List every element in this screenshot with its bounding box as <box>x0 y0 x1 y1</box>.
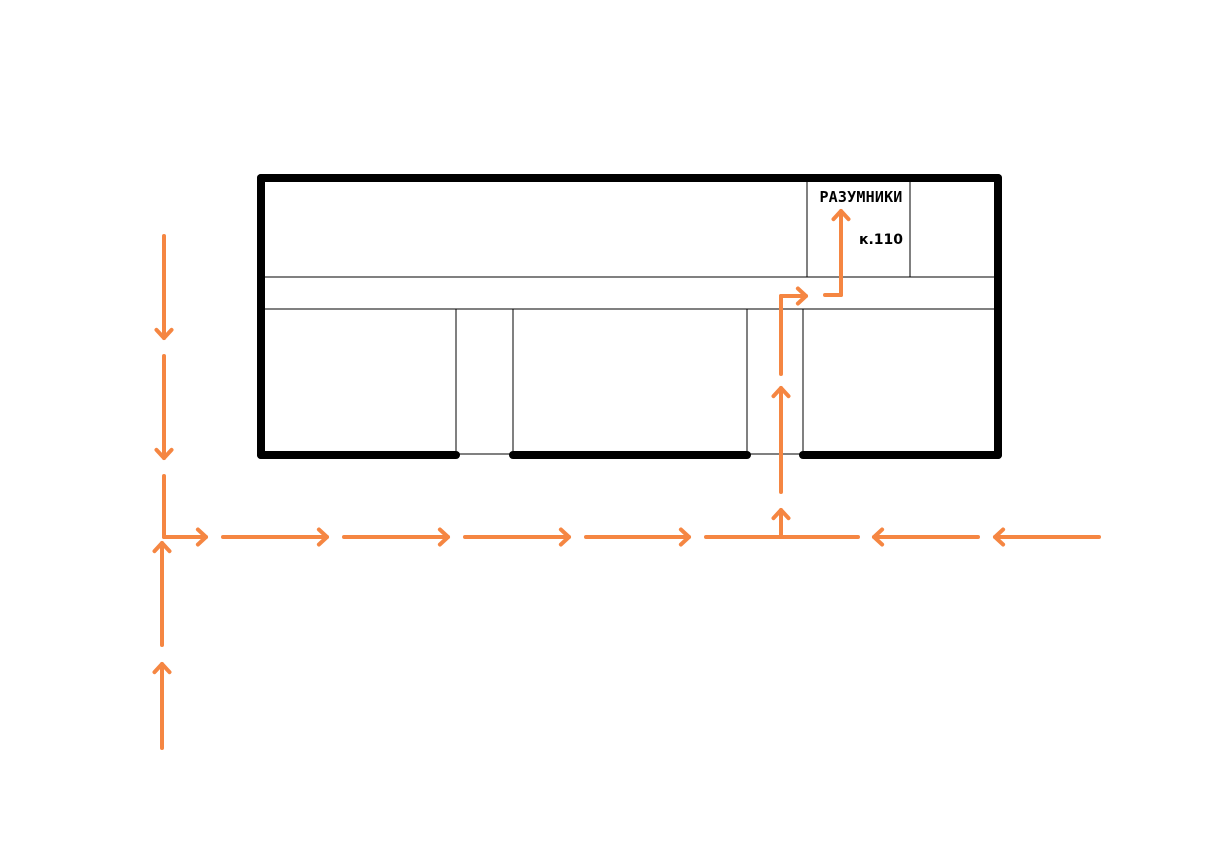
arrow-icon <box>831 209 851 222</box>
room-number: к.110 <box>859 232 903 248</box>
room-name: РАЗУМНИКИ <box>819 188 902 206</box>
arrow-icon <box>872 527 885 547</box>
arrow-icon <box>771 508 791 521</box>
arrow-icon <box>154 327 174 340</box>
arrow-icon <box>771 386 791 399</box>
arrow-icon <box>993 527 1006 547</box>
arrow-icon <box>154 447 174 460</box>
arrow-icon <box>795 286 808 306</box>
interior-partitions <box>263 182 995 455</box>
arrow-icon <box>195 527 208 547</box>
arrow-icon <box>316 527 329 547</box>
building-outline <box>257 174 1002 459</box>
arrow-icon <box>558 527 571 547</box>
room-110-label: РАЗУМНИКИ к.110 <box>819 188 903 248</box>
arrow-icon <box>437 527 450 547</box>
arrow-icon <box>678 527 691 547</box>
arrow-icon <box>152 541 172 554</box>
route-arrows <box>152 209 1101 750</box>
arrow-icon <box>152 662 172 675</box>
